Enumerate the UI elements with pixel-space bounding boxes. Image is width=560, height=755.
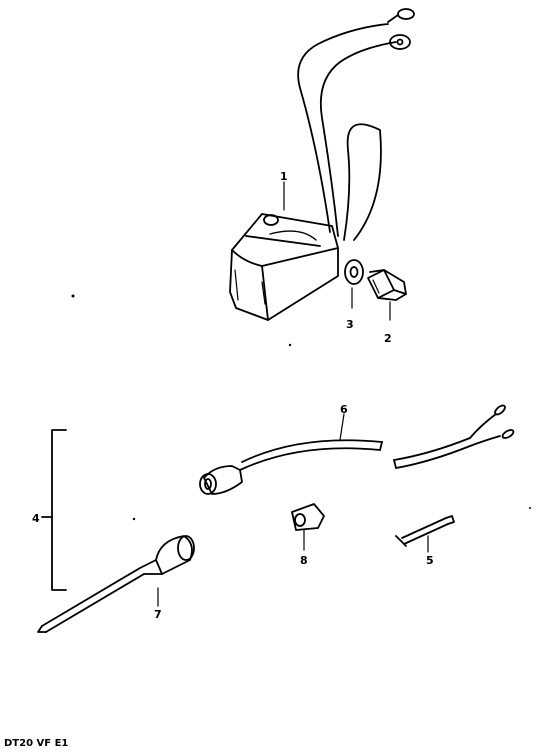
ignition-module-part [229, 8, 415, 321]
callout-2: 2 [384, 332, 392, 345]
cable-harness-part [199, 404, 515, 495]
callout-5: 5 [426, 554, 434, 567]
washer-part [344, 259, 364, 309]
grommet-part [291, 503, 325, 551]
callout-6: 6 [340, 403, 348, 416]
model-code: DT20 VF E1 [4, 738, 68, 749]
callout-4: 4 [32, 512, 40, 525]
stray-marks [71, 294, 531, 521]
bolt-part [367, 269, 407, 321]
kit-bracket [41, 429, 67, 591]
callout-1: 1 [280, 170, 288, 183]
callout-3: 3 [346, 318, 354, 331]
pin-part [395, 515, 455, 553]
callout-8: 8 [300, 554, 308, 567]
callout-7: 7 [154, 608, 162, 621]
probe-part [37, 535, 195, 633]
